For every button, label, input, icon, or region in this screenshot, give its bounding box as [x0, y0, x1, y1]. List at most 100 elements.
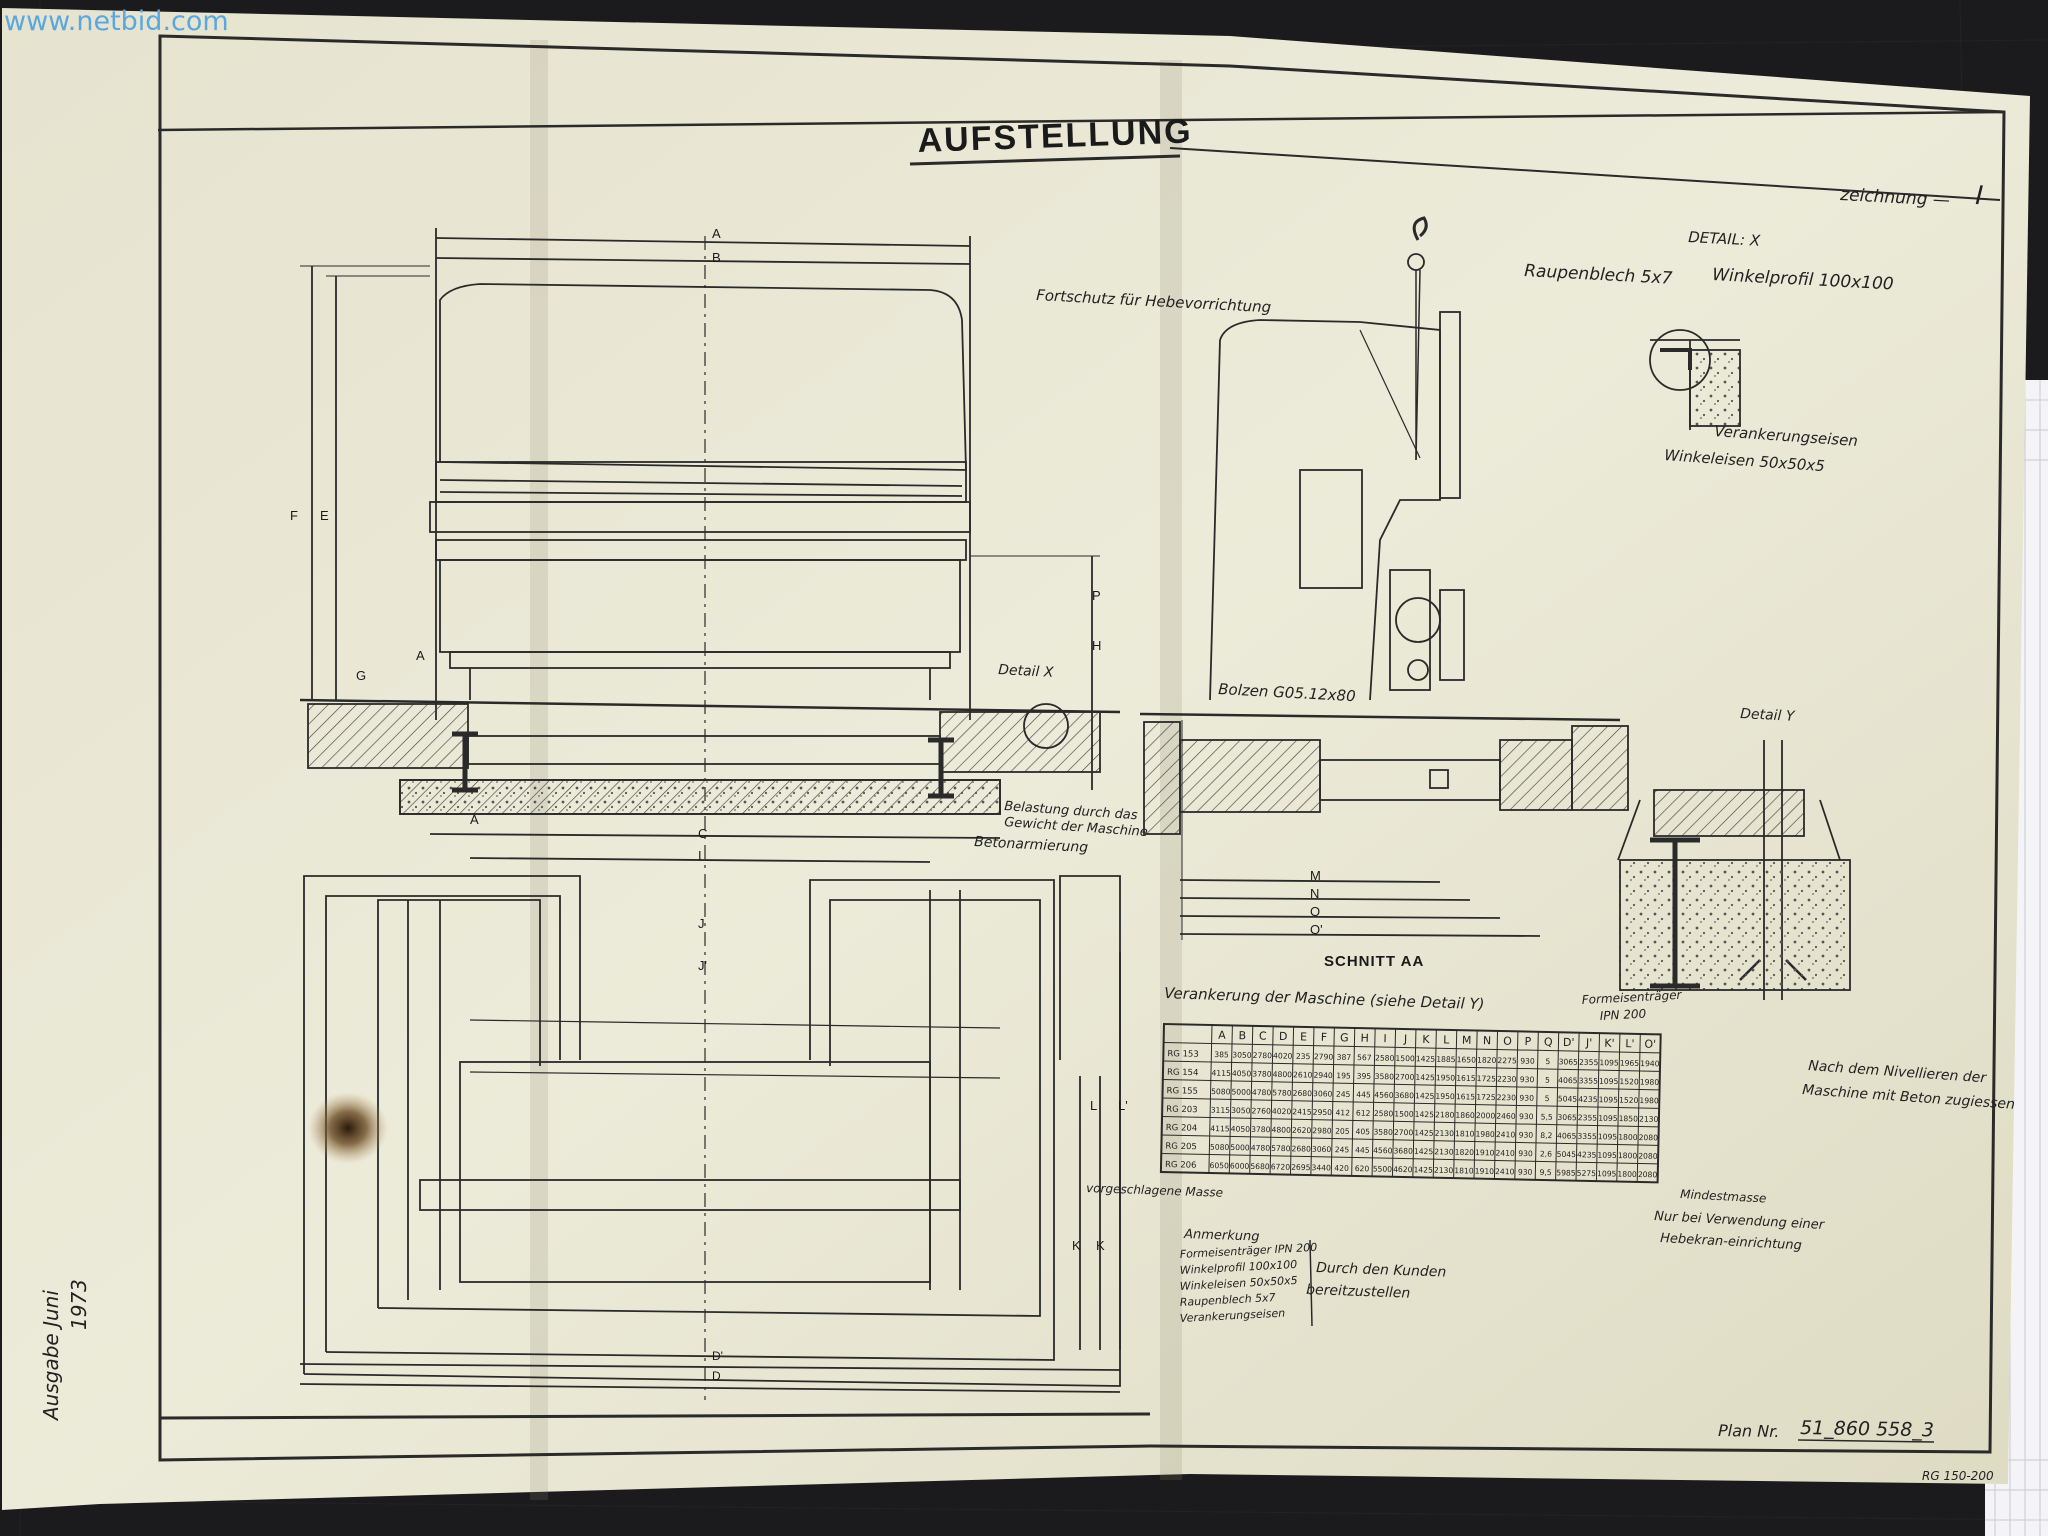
dimension-letter: A	[712, 226, 721, 241]
table-cell: 2355	[1578, 1113, 1598, 1122]
table-header: O'	[1644, 1038, 1656, 1051]
table-cell: 1965	[1620, 1059, 1640, 1068]
margin-note: Ausgabe Juni 1973	[39, 1279, 91, 1422]
table-cell: 3680	[1395, 1091, 1415, 1100]
table-header: L'	[1625, 1037, 1634, 1050]
dimension-letter: I	[698, 848, 702, 863]
table-cell: 1520	[1619, 1096, 1639, 1105]
table-header: N	[1483, 1034, 1492, 1047]
table-cell: 420	[1334, 1164, 1349, 1173]
svg-text:Durch den Kunden: Durch den Kunden	[1316, 1260, 1447, 1281]
svg-text:IPN 200: IPN 200	[1599, 1007, 1647, 1023]
table-header: I	[1383, 1032, 1387, 1045]
dimension-letter: F	[290, 508, 298, 523]
plan-view	[299, 875, 1121, 1393]
table-header: J	[1403, 1033, 1408, 1046]
table-cell: 4780	[1251, 1143, 1271, 1152]
table-cell: 2130	[1639, 1114, 1659, 1123]
table-cell: 1095	[1597, 1151, 1617, 1160]
detail-y-drawing	[1617, 740, 1851, 1000]
table-cell: 4780	[1252, 1088, 1272, 1097]
table-header: K	[1422, 1033, 1430, 1046]
table-cell: 4620	[1393, 1165, 1413, 1174]
table-header: C	[1259, 1029, 1267, 1042]
table-cell: 5985	[1556, 1168, 1576, 1177]
remark-item: Verankerungseisen	[1179, 1306, 1285, 1325]
table-cell: 395	[1357, 1072, 1372, 1081]
table-cell: 1725	[1477, 1074, 1497, 1083]
table-cell: RG 153	[1167, 1049, 1199, 1060]
table-cell: 4560	[1373, 1146, 1393, 1155]
table-cell: 567	[1357, 1053, 1372, 1062]
table-cell: 2940	[1313, 1071, 1333, 1080]
table-cell: 412	[1335, 1108, 1350, 1117]
svg-text:D': D'	[712, 1349, 723, 1363]
table-cell: 4050	[1231, 1124, 1251, 1133]
table-cell: 2275	[1497, 1056, 1517, 1065]
table-cell: 1850	[1619, 1114, 1639, 1123]
drawing-frame	[158, 34, 2006, 1462]
dimension-letter: L'	[1118, 1098, 1128, 1113]
table-cell: 1885	[1436, 1055, 1456, 1064]
dimension-letter: B	[712, 250, 721, 265]
table-cell: 2700	[1395, 1072, 1415, 1081]
table-cell: 3060	[1312, 1145, 1332, 1154]
table-cell: 1425	[1413, 1165, 1433, 1174]
table-cell: 3780	[1252, 1069, 1272, 1078]
table-cell: 2000	[1476, 1111, 1496, 1120]
table-cell: 4115	[1210, 1124, 1230, 1133]
table-cell: 1095	[1598, 1114, 1618, 1123]
table-cell: 1910	[1475, 1167, 1495, 1176]
svg-text:vorgeschlagene Masse: vorgeschlagene Masse	[1086, 1181, 1223, 1200]
dimension-letter: E	[320, 508, 329, 523]
table-cell: 2415	[1292, 1107, 1312, 1116]
table-cell: 205	[1335, 1127, 1350, 1136]
table-cell: 1860	[1455, 1111, 1475, 1120]
table-cell: 2460	[1496, 1111, 1516, 1120]
svg-text:Betonarmierung: Betonarmierung	[974, 834, 1089, 856]
table-cell: 3780	[1251, 1125, 1271, 1134]
table-cell: 1500	[1394, 1109, 1414, 1118]
dimension-letter: A	[470, 812, 479, 827]
table-cell: 930	[1519, 1112, 1534, 1121]
table-cell: 195	[1336, 1071, 1351, 1080]
table-cell: 405	[1355, 1127, 1370, 1136]
table-cell: 3580	[1375, 1072, 1395, 1081]
table-header: Q	[1544, 1035, 1553, 1048]
table-cell: 1520	[1619, 1077, 1639, 1086]
table-cell: 2355	[1579, 1058, 1599, 1067]
table-cell: 3060	[1313, 1089, 1333, 1098]
svg-text:Anmerkung: Anmerkung	[1183, 1227, 1260, 1245]
table-cell: 1800	[1617, 1170, 1637, 1179]
table-cell: 1950	[1435, 1092, 1455, 1101]
table-cell: 1425	[1414, 1128, 1434, 1137]
table-header: M	[1462, 1034, 1472, 1047]
table-cell: 2,6	[1540, 1149, 1552, 1158]
table-cell: 3355	[1579, 1076, 1599, 1085]
table-cell: 2680	[1291, 1144, 1311, 1153]
table-cell: 2980	[1312, 1126, 1332, 1135]
plan-number-block: Plan Nr. 51_860 558_3 RG 150-200	[1718, 1417, 1994, 1483]
table-header: J'	[1585, 1036, 1593, 1049]
table-cell: 1980	[1639, 1096, 1659, 1105]
table-cell: 930	[1518, 1149, 1533, 1158]
table-cell: 1800	[1618, 1151, 1638, 1160]
table-cell: 1980	[1475, 1130, 1495, 1139]
table-cell: 3050	[1232, 1050, 1252, 1059]
table-cell: 1095	[1599, 1077, 1619, 1086]
table-cell: 9,5	[1539, 1168, 1551, 1177]
table-cell: 5500	[1373, 1164, 1393, 1173]
svg-text:Hebekran-einrichtung: Hebekran-einrichtung	[1660, 1231, 1802, 1253]
table-cell: 1650	[1457, 1055, 1477, 1064]
table-cell: 385	[1214, 1050, 1229, 1059]
table-header: G	[1340, 1031, 1349, 1044]
table-header: H	[1360, 1032, 1369, 1045]
table-cell: 3680	[1393, 1146, 1413, 1155]
table-cell: RG 204	[1166, 1123, 1198, 1134]
table-cell: 3065	[1559, 1057, 1579, 1066]
table-cell: 4020	[1273, 1051, 1293, 1060]
dimension-letter: L	[1090, 1098, 1097, 1113]
table-cell: 3050	[1231, 1106, 1251, 1115]
table-cell: 2760	[1251, 1106, 1271, 1115]
